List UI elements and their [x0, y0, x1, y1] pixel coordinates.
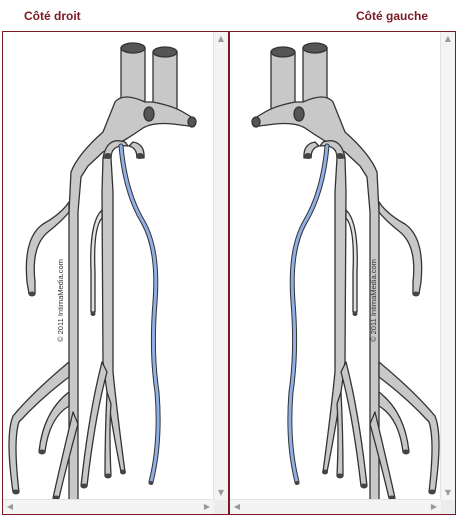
scroll-right-icon[interactable]: ▶: [430, 502, 438, 511]
scroll-up-icon[interactable]: ▲: [444, 34, 452, 43]
scroll-down-icon[interactable]: ▼: [444, 488, 452, 497]
horizontal-scrollbar[interactable]: ◀ ▶: [230, 499, 441, 514]
scroll-down-icon[interactable]: ▼: [217, 488, 225, 497]
vertical-scrollbar[interactable]: ▲ ▼: [213, 32, 228, 500]
vessel-diagram-left-side: © 2011 IntimaMedia.com: [251, 42, 440, 503]
scrollbar-corner: [214, 500, 228, 514]
panel-title-left-side: Côté gauche: [356, 9, 429, 23]
vertical-scrollbar[interactable]: ▲ ▼: [440, 32, 455, 500]
panel-left-side[interactable]: © 2011 IntimaMedia.com ▲ ▼ ◀ ▶: [229, 31, 456, 515]
scroll-up-icon[interactable]: ▲: [217, 34, 225, 43]
scroll-left-icon[interactable]: ◀: [233, 502, 241, 511]
horizontal-scrollbar[interactable]: ◀ ▶: [3, 499, 214, 514]
watermark: © 2011 IntimaMedia.com: [369, 259, 378, 342]
panel-title-right-side: Côté droit: [24, 9, 81, 23]
vessel-diagram-right-side: © 2011 IntimaMedia.com: [8, 42, 197, 503]
panel-right-side[interactable]: © 2011 IntimaMedia.com ▲ ▼ ◀ ▶: [2, 31, 229, 515]
scroll-left-icon[interactable]: ◀: [6, 502, 14, 511]
watermark: © 2011 IntimaMedia.com: [56, 259, 65, 342]
scrollbar-corner: [441, 500, 455, 514]
scroll-right-icon[interactable]: ▶: [203, 502, 211, 511]
